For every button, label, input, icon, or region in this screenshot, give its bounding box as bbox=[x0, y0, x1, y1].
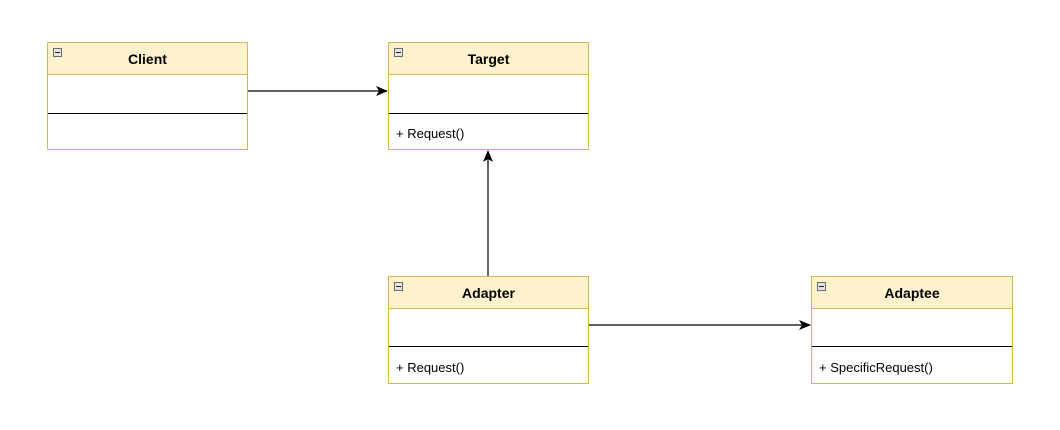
class-target-name: Target bbox=[467, 51, 510, 67]
class-adaptee-header: Adaptee bbox=[812, 277, 1012, 309]
class-adaptee[interactable]: Adaptee + SpecificRequest() bbox=[811, 276, 1013, 384]
class-adapter-name: Adapter bbox=[462, 285, 515, 301]
class-client-header: Client bbox=[48, 43, 247, 75]
class-adapter-header: Adapter bbox=[389, 277, 588, 309]
class-adapter-operation: + Request() bbox=[396, 360, 465, 375]
class-client-name: Client bbox=[128, 51, 167, 67]
class-adapter[interactable]: Adapter + Request() bbox=[388, 276, 589, 384]
class-adapter-divider bbox=[389, 346, 588, 347]
collapse-icon[interactable] bbox=[394, 48, 403, 57]
class-target[interactable]: Target + Request() bbox=[388, 42, 589, 150]
class-target-header: Target bbox=[389, 43, 588, 75]
class-adaptee-operation: + SpecificRequest() bbox=[819, 360, 933, 375]
collapse-icon[interactable] bbox=[817, 282, 826, 291]
class-target-divider bbox=[389, 113, 588, 114]
class-client-divider bbox=[48, 113, 247, 114]
class-adaptee-name: Adaptee bbox=[884, 285, 940, 301]
collapse-icon[interactable] bbox=[53, 48, 62, 57]
collapse-icon[interactable] bbox=[394, 282, 403, 291]
class-target-operation: + Request() bbox=[396, 126, 465, 141]
class-adaptee-divider bbox=[812, 346, 1012, 347]
class-client[interactable]: Client bbox=[47, 42, 248, 150]
